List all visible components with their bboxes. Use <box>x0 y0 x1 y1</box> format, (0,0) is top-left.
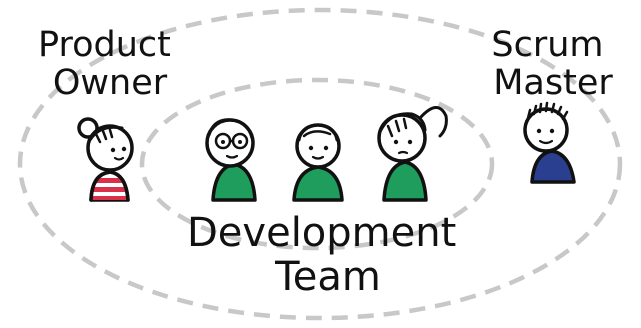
scrum-master-label: Scrum Master <box>491 25 614 103</box>
developer-with-glasses-figure <box>205 118 257 202</box>
product-owner-label-line-1: Product <box>38 25 171 65</box>
developer-center-figure <box>292 123 344 202</box>
product-owner-label-line-2: Owner <box>53 63 168 103</box>
scrum-master-label-line-1: Scrum <box>491 25 603 65</box>
development-team-label-line-2: Team <box>274 254 381 300</box>
scrum-master-figure <box>523 101 576 184</box>
scrum-master-label-line-2: Master <box>493 63 613 103</box>
scrum-master-head <box>523 107 569 153</box>
development-team-label: Development Team <box>187 210 469 300</box>
developer-with-ponytail-shirt <box>382 160 428 202</box>
developer-with-ponytail-figure <box>377 106 448 202</box>
product-owner-label: Product Owner <box>38 25 182 103</box>
developer-with-glasses-shirt <box>211 162 257 202</box>
developer-ponytail <box>418 106 448 138</box>
product-owner-shirt-stripes <box>91 178 128 200</box>
developer-center-shirt <box>292 165 344 202</box>
product-owner-figure <box>77 117 134 202</box>
scrum-team-boundary <box>17 7 623 321</box>
development-team-boundary <box>139 77 495 251</box>
scrum-master-shirt <box>530 149 576 184</box>
development-team-label-line-1: Development <box>187 210 456 256</box>
product-owner-shirt <box>89 170 130 202</box>
